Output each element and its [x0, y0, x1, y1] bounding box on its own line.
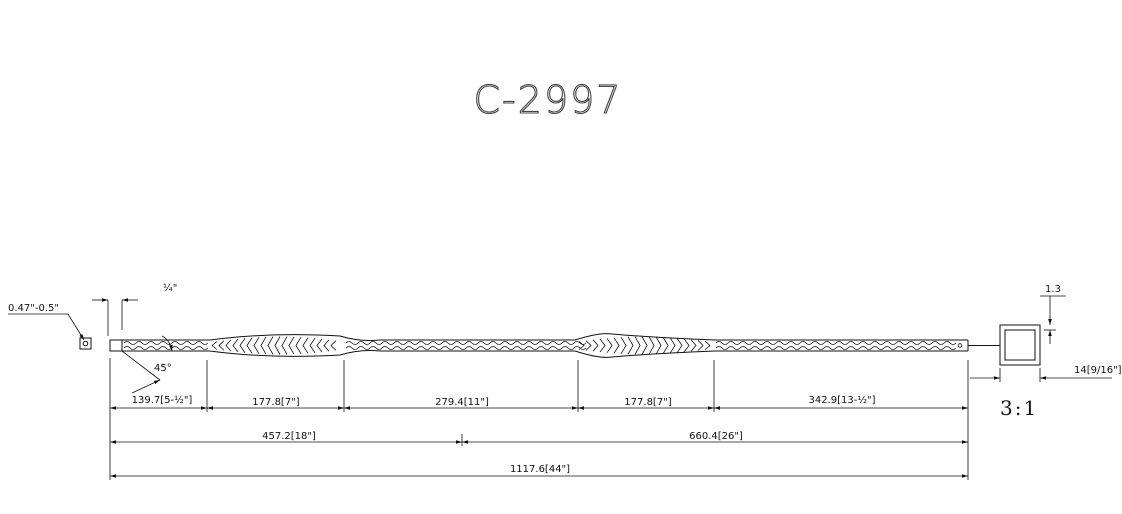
- twist-chevron: [218, 340, 225, 351]
- twist-chevron: [627, 336, 634, 355]
- twist-chevron: [246, 337, 253, 354]
- twist-chevron: [239, 338, 246, 353]
- twist-pattern-left: [211, 336, 337, 355]
- dim-mid-right: 660.4[26"]: [689, 431, 743, 442]
- twist-pattern-right: [578, 336, 711, 355]
- angle-label: 45°: [154, 363, 172, 374]
- dim-seg-5: 342.9[13-½"]: [808, 394, 875, 406]
- part-number-title: C-2997: [474, 78, 623, 122]
- twist-chevron: [641, 336, 648, 355]
- mid-dimensions: 457.2[18"] 660.4[26"]: [110, 431, 968, 444]
- twist-chevron: [669, 337, 676, 354]
- twist-chevron: [330, 340, 337, 351]
- scale-label: 3:1: [1000, 396, 1038, 420]
- tip-width-dimension: 0.47"-0.5": [8, 298, 138, 341]
- wall-dimension: 1.3: [1040, 284, 1066, 344]
- twist-chevron: [309, 338, 316, 353]
- twist-chevron: [302, 337, 309, 354]
- twist-chevron: [323, 339, 330, 352]
- tip-width-label: 0.47"-0.5": [8, 303, 59, 314]
- twist-chevron: [634, 336, 641, 355]
- twist-chevron: [225, 339, 232, 352]
- overall-dimension: 1117.6[44"]: [110, 464, 968, 478]
- segment-dimensions: 139.7[5-½"] 177.8[7"] 279.4[11"] 177.8[7…: [110, 394, 968, 410]
- twist-chevron: [655, 336, 662, 355]
- left-section-view: [79, 337, 92, 350]
- dim-overall: 1117.6[44"]: [510, 464, 570, 475]
- twist-chevron: [260, 336, 267, 355]
- dim-seg-4: 177.8[7"]: [624, 397, 671, 408]
- twist-chevron: [295, 336, 302, 355]
- twist-chevron: [606, 338, 613, 353]
- twist-chevron: [281, 336, 288, 355]
- twisted-bar: [109, 333, 1000, 358]
- twist-chevron: [662, 336, 669, 355]
- twist-chevron: [620, 337, 627, 354]
- twist-chevron: [232, 338, 239, 353]
- twist-chevron: [253, 336, 260, 355]
- bar-size-note: ¼": [161, 282, 177, 352]
- twist-chevron: [267, 336, 274, 355]
- svg-text:¼": ¼": [163, 282, 177, 294]
- twist-chevron: [211, 341, 218, 350]
- twist-chevron: [690, 339, 697, 352]
- twist-chevron: [274, 336, 281, 355]
- dim-section: 14[9/16"]: [1074, 365, 1122, 376]
- twist-chevron: [613, 337, 620, 354]
- section-dimension: 14[9/16"]: [970, 365, 1122, 382]
- tube-section-view: [999, 324, 1041, 366]
- twist-chevron: [697, 340, 704, 351]
- twist-chevron: [683, 338, 690, 353]
- dim-seg-3: 279.4[11"]: [435, 397, 489, 408]
- twist-chevron: [316, 338, 323, 353]
- dim-seg-2: 177.8[7"]: [252, 397, 299, 408]
- twist-chevron: [648, 336, 655, 355]
- twist-chevron: [592, 339, 599, 352]
- angle-note: 45°: [121, 350, 172, 394]
- twist-chevron: [704, 340, 711, 351]
- twist-chevron: [578, 341, 585, 350]
- twist-chevron: [288, 336, 295, 355]
- twist-chevron: [585, 340, 592, 351]
- dim-seg-1: 139.7[5-½"]: [132, 394, 193, 406]
- dim-mid-left: 457.2[18"]: [262, 431, 316, 442]
- extension-lines: [109, 358, 969, 480]
- dim-wall: 1.3: [1045, 284, 1061, 295]
- twist-chevron: [599, 338, 606, 353]
- twist-chevron: [676, 337, 683, 354]
